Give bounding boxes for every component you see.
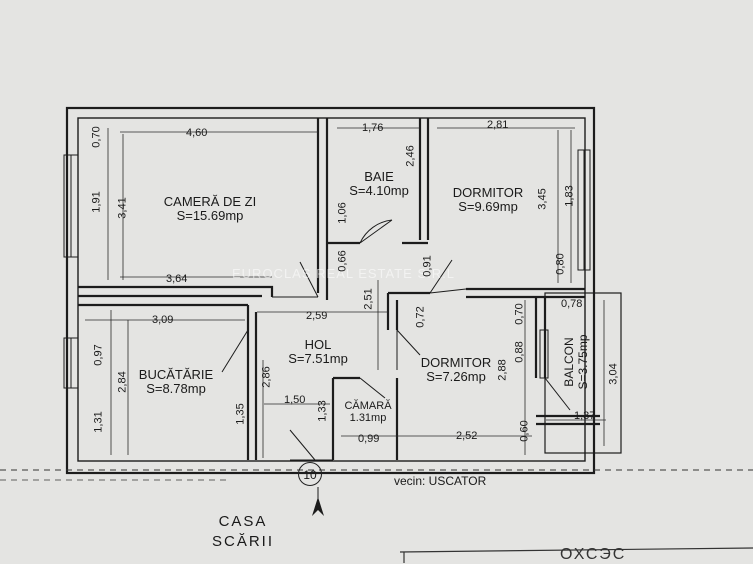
dim-label: 1,35 — [234, 403, 247, 425]
dim-label: 2,81 — [487, 119, 509, 131]
dim-label: 2,46 — [404, 145, 417, 167]
room-area: S=7.51mp — [288, 351, 348, 366]
dim-label: 0,99 — [358, 433, 380, 445]
outer-wall — [65, 106, 596, 475]
dim-label: 0,70 — [513, 303, 526, 325]
dim-label: 0,80 — [554, 253, 567, 275]
dim-label: 1,37 — [574, 410, 596, 422]
dim-label: 0,66 — [336, 250, 349, 272]
entrance-arrow — [312, 497, 324, 516]
room-area: S=4.10mp — [349, 183, 409, 198]
room-name: CAMERĂ DE ZI — [163, 194, 257, 209]
door-bath — [359, 219, 393, 244]
dim-label: 3,41 — [116, 197, 129, 219]
stairs-label: CASA SCĂRII — [212, 512, 274, 552]
room-name: DORMITOR — [420, 355, 492, 370]
dim-label: 2,51 — [362, 288, 375, 310]
dim-label: 0,91 — [421, 255, 434, 277]
dim-label: 1,50 — [284, 394, 306, 406]
dim-label: 1,33 — [316, 400, 329, 422]
room-hall: HOL S=7.51mp — [282, 338, 354, 366]
dim-label: 1,76 — [362, 122, 384, 134]
dim-label: 0,97 — [92, 344, 105, 366]
dim-label: 3,04 — [607, 363, 620, 385]
door-pantry — [359, 377, 386, 399]
dim-label: 1,91 — [90, 191, 103, 213]
dim-label: 2,52 — [456, 430, 478, 442]
dim-label: 0,60 — [518, 420, 531, 442]
neighbor-label: vecin: USCATOR — [394, 474, 487, 488]
window-balcony — [539, 329, 549, 379]
dim-label: 2,59 — [306, 310, 328, 322]
room-name: BAIE — [364, 169, 394, 184]
door-bed2 — [396, 329, 421, 370]
door-entrance — [289, 429, 333, 461]
room-name: BALCON — [562, 337, 576, 387]
dim-label: 0,72 — [414, 306, 427, 328]
dim-label: 0,78 — [561, 298, 583, 310]
dim-label: 1,06 — [336, 202, 349, 224]
room-name: BUCĂTĂRIE — [138, 367, 214, 382]
room-area: S=3.75mp — [576, 334, 590, 390]
stairs-line-2: SCĂRII — [212, 533, 275, 550]
room-area: S=15.69mp — [176, 208, 244, 223]
room-name: DORMITOR — [452, 185, 524, 200]
dim-label: 2,88 — [496, 359, 509, 381]
wall-living-bottom — [78, 285, 274, 297]
dim-label: 3,45 — [536, 188, 549, 210]
dim-label: 2,84 — [116, 371, 129, 393]
dim-label: 2,86 — [260, 366, 273, 388]
room-living: CAMERĂ DE ZI S=15.69mp — [150, 195, 270, 223]
door-living — [272, 261, 319, 298]
room-area: S=7.26mp — [426, 369, 486, 384]
dim-label: 1,83 — [563, 185, 576, 207]
room-balcony: BALCON S=3.75mp — [562, 318, 590, 406]
door-kitchen — [221, 329, 249, 380]
balcony-outline — [544, 292, 622, 454]
dim-label: 1,31 — [92, 411, 105, 433]
dim-label: 3,64 — [166, 273, 188, 285]
stairs-line-1: CASA — [218, 513, 268, 530]
room-area: S=8.78mp — [146, 381, 206, 396]
dim-label: 0,88 — [513, 341, 526, 363]
door-balcony — [544, 377, 571, 411]
apartment-number: 10 — [298, 462, 322, 486]
door-bed1 — [429, 259, 467, 294]
cut-off-text: ОХСЭС — [560, 546, 627, 563]
room-bedroom-1: DORMITOR S=9.69mp — [448, 186, 528, 214]
room-name: HOL — [304, 337, 332, 352]
room-area: 1.31mp — [349, 412, 387, 424]
room-area: S=9.69mp — [458, 199, 518, 214]
room-bath: BAIE S=4.10mp — [343, 170, 415, 198]
dim-label: 0,70 — [90, 126, 103, 148]
room-name: CĂMARĂ — [344, 400, 392, 412]
room-bedroom-2: DORMITOR S=7.26mp — [416, 356, 496, 384]
watermark: EUROCLAS REAL ESTATE S.R.L — [232, 266, 455, 281]
room-pantry: CĂMARĂ 1.31mp — [340, 400, 396, 424]
room-kitchen: BUCĂTĂRIE S=8.78mp — [136, 368, 216, 396]
dim-label: 4,60 — [186, 127, 208, 139]
dim-label: 3,09 — [152, 314, 174, 326]
